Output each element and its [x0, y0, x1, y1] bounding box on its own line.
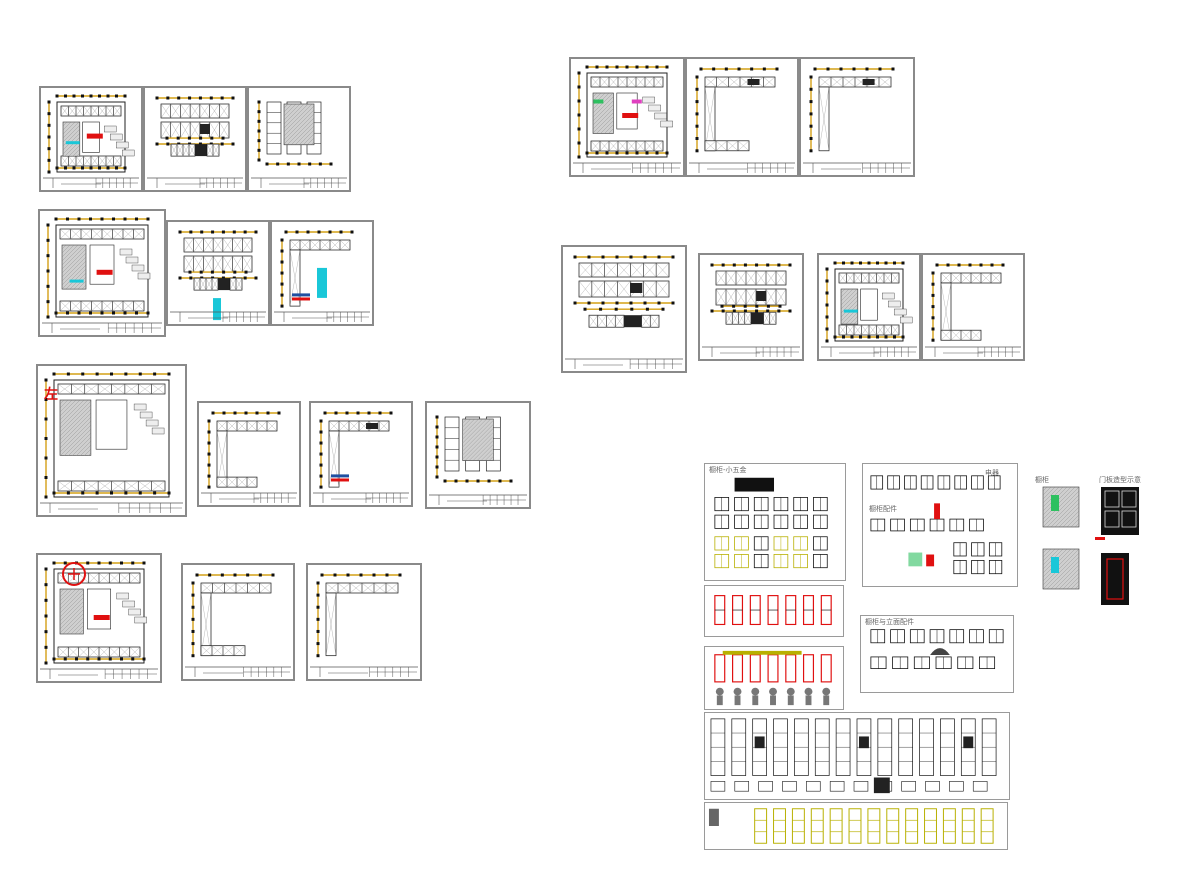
- sheet-plan-5-drawing: [573, 65, 681, 173]
- sheet-plan-2: [38, 209, 166, 337]
- sheet-plan-3: [36, 364, 187, 517]
- sheet-elevation-6-drawing: [925, 263, 1021, 357]
- library-accessories-drawing: [870, 629, 1004, 670]
- library-caption: 橱柜与立面配件: [865, 618, 914, 626]
- library-yellow-cabinets-drawing: [708, 808, 994, 844]
- library-appliances-drawing: [870, 475, 1003, 575]
- sheet-lshape-4: [306, 563, 422, 681]
- library-red-cabinets-2: [704, 646, 844, 710]
- library-caption: 门板造型示意: [1099, 476, 1141, 484]
- red-side-mark: 左: [44, 387, 58, 403]
- sheet-elevation-2: [166, 220, 270, 326]
- red-circle-marker: [62, 562, 86, 586]
- library-tall-cabinets: [704, 712, 1010, 800]
- library-tall-cabinets-drawing: [710, 718, 997, 794]
- sheet-lshape-5: [685, 57, 799, 177]
- sheet-columns-1: [247, 86, 351, 192]
- library-hardware-drawing: [714, 477, 828, 569]
- sheet-lshape-3-drawing: [185, 573, 291, 677]
- sheet-lshape-6-drawing: [803, 67, 911, 173]
- sheet-plan-1: [39, 86, 143, 192]
- library-accessories: 橱柜与立面配件: [860, 615, 1014, 693]
- sheet-elevation-5: [698, 253, 804, 361]
- library-caption: 电器: [985, 469, 999, 477]
- sheet-lshape-6: [799, 57, 915, 177]
- sheet-plan-4: [36, 553, 162, 683]
- library-yellow-cabinets: [704, 802, 1008, 850]
- sheet-columns-2: [425, 401, 531, 509]
- library-caption: 橱柜-小五金: [709, 466, 747, 474]
- library-red-cabinets-1: [704, 585, 844, 637]
- sheet-plan-4-drawing: [40, 561, 158, 679]
- sheet-columns-2-drawing: [429, 415, 527, 505]
- sheet-lshape-2: [197, 401, 301, 507]
- library-caption: 橱柜配件: [869, 505, 897, 513]
- door-style-panel: 橱柜 门板造型示意: [1035, 477, 1145, 612]
- sheet-plan-5: [569, 57, 685, 177]
- library-red-cabinets-2-drawing: [714, 650, 832, 706]
- sheet-plan-6: [817, 253, 921, 361]
- sheet-plan-1-drawing: [43, 94, 139, 188]
- sheet-lshape-5-drawing: [689, 67, 795, 173]
- sheet-lshape-3: [181, 563, 295, 681]
- library-caption: 橱柜: [1035, 476, 1049, 484]
- sheet-elevation-4: [561, 245, 687, 373]
- sheet-lshape-1-drawing: [274, 230, 370, 322]
- sheet-elevation-2-drawing: [170, 230, 266, 322]
- sheet-elevation-1-drawing: [147, 96, 243, 188]
- sheet-lshape-1: [270, 220, 374, 326]
- library-red-cabinets-1-drawing: [714, 595, 832, 626]
- sheet-elevation-3: [309, 401, 413, 507]
- sheet-columns-1-drawing: [251, 100, 347, 188]
- sheet-elevation-4-drawing: [565, 255, 683, 369]
- library-hardware: 橱柜-小五金: [704, 463, 846, 581]
- sheet-elevation-5-drawing: [702, 263, 800, 357]
- door-style-drawing: [1042, 486, 1139, 605]
- sheet-lshape-4-drawing: [310, 573, 418, 677]
- sheet-elevation-1: [143, 86, 247, 192]
- sheet-elevation-6: [921, 253, 1025, 361]
- sheet-elevation-3-drawing: [313, 411, 409, 503]
- sheet-plan-6-drawing: [821, 261, 917, 357]
- sheet-plan-3-drawing: [40, 372, 183, 513]
- sheet-plan-2-drawing: [42, 217, 162, 333]
- library-appliances: 电器橱柜配件: [862, 463, 1018, 587]
- sheet-lshape-2-drawing: [201, 411, 297, 503]
